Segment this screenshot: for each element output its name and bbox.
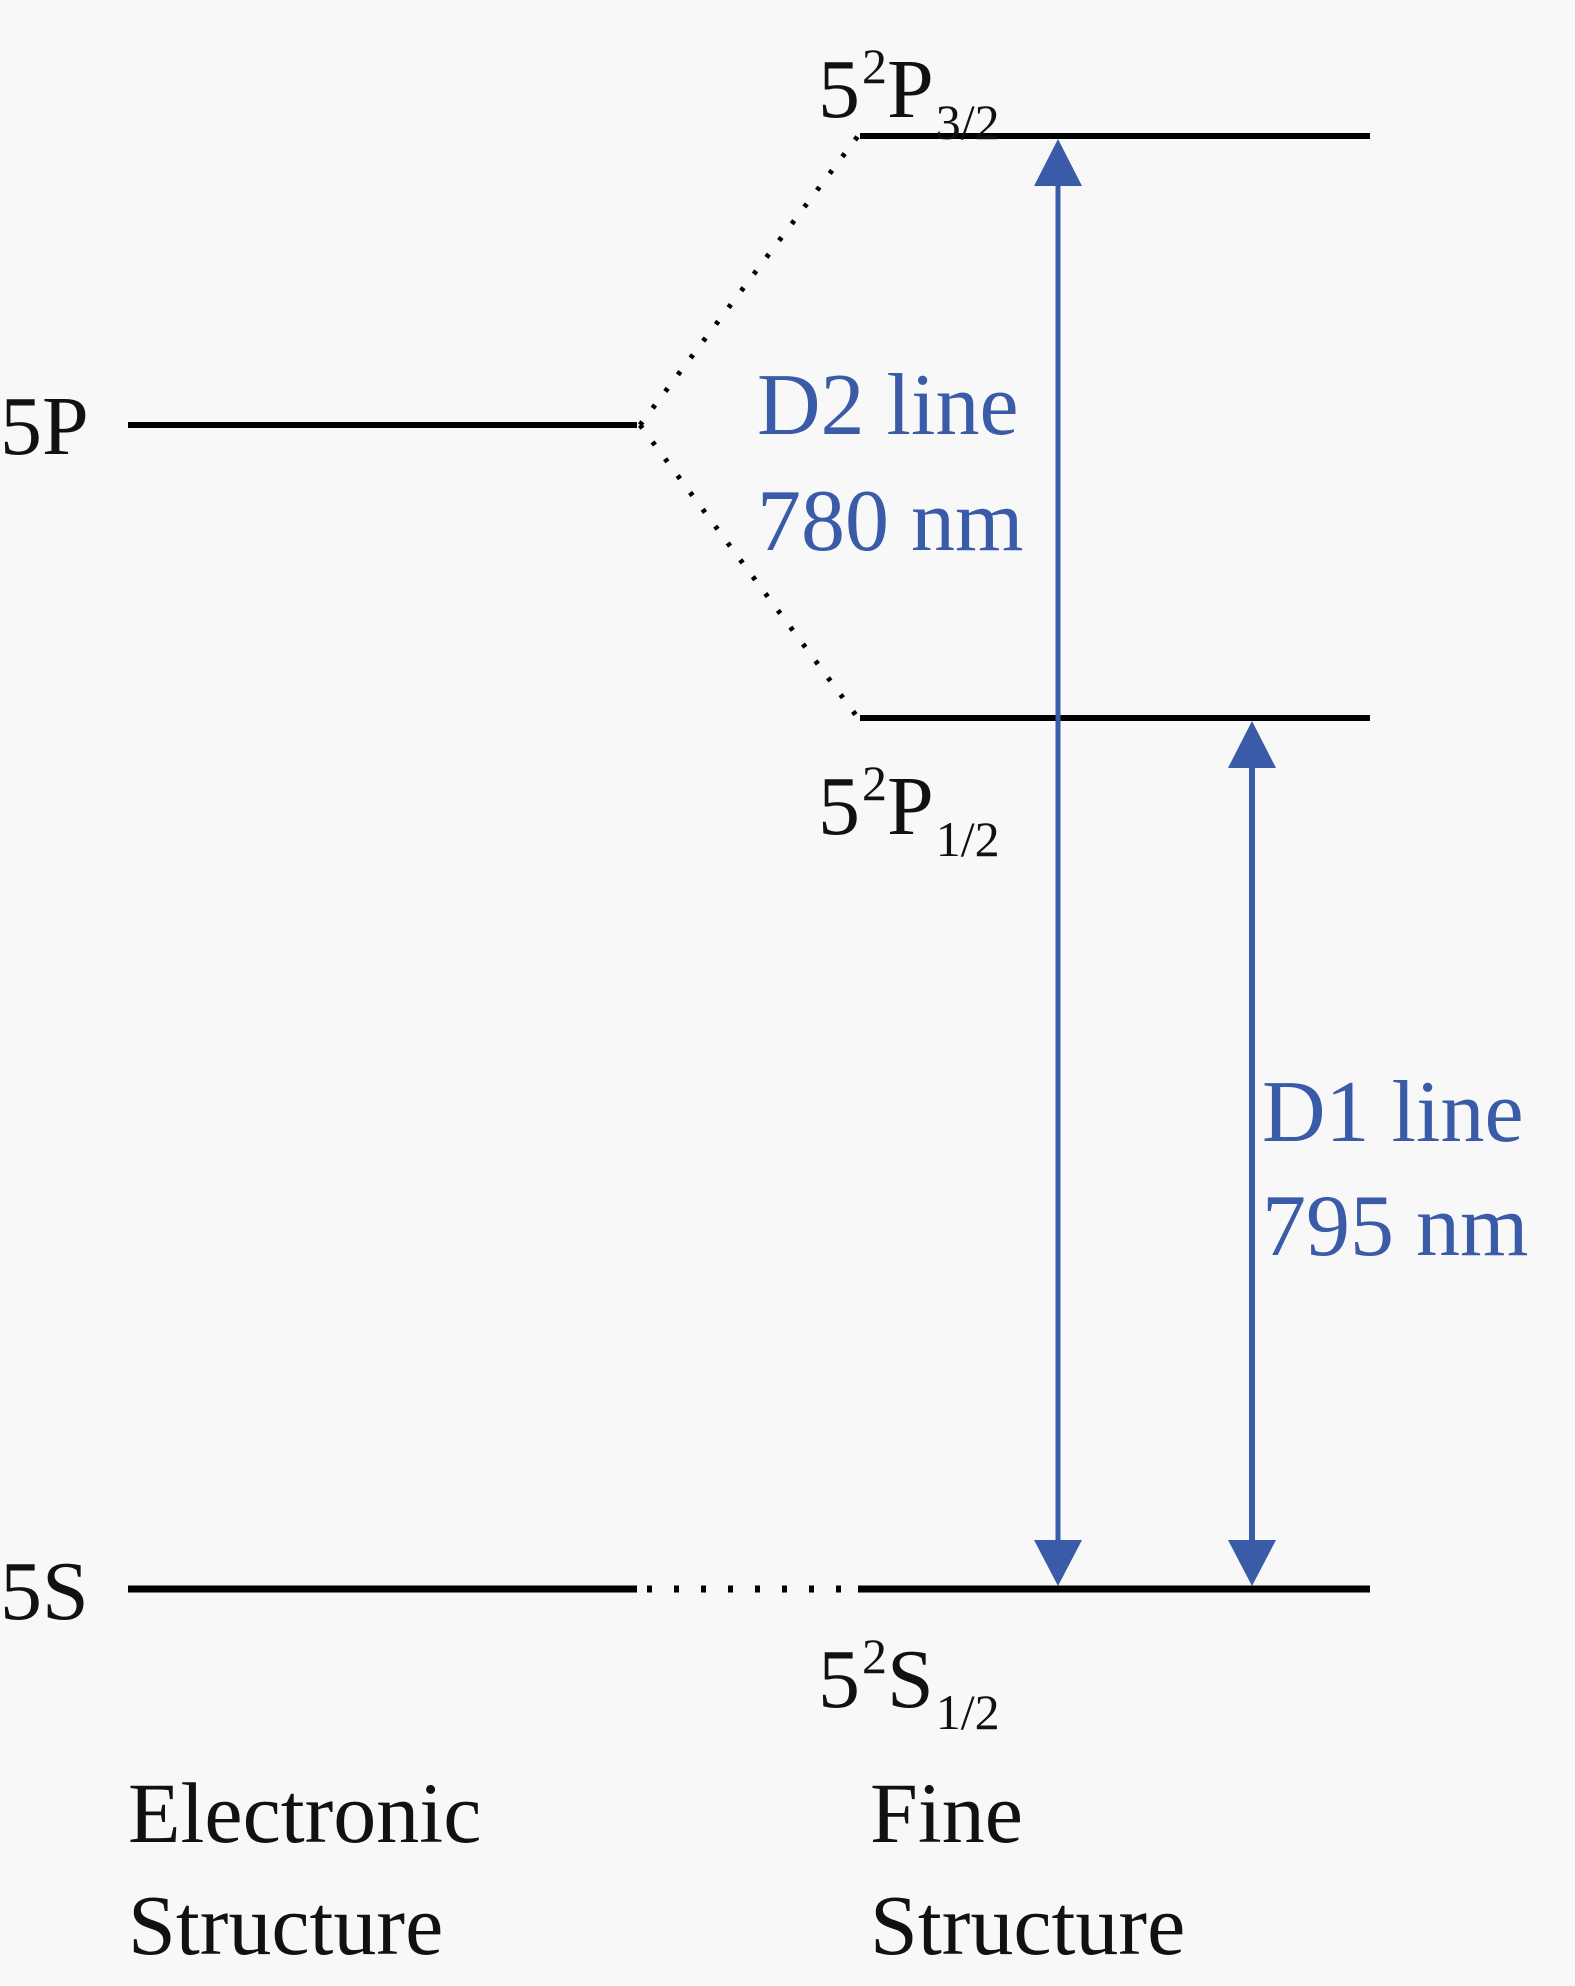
d2-wavelength-label: 780 nm bbox=[757, 473, 1024, 570]
caption-fine: Fine bbox=[870, 1765, 1023, 1861]
d1-arrow bbox=[1228, 721, 1276, 1586]
total-j: 3/2 bbox=[935, 94, 1000, 150]
label-5p: 5P bbox=[0, 380, 89, 473]
total-j: 1/2 bbox=[935, 811, 1000, 867]
caption-electronic-structure: Structure bbox=[128, 1877, 444, 1973]
label-5p12: 52P1/2 bbox=[818, 758, 1000, 864]
d1-line-label: D1 line bbox=[1262, 1064, 1524, 1161]
d2-arrow bbox=[1034, 139, 1082, 1586]
spin-multiplicity: 2 bbox=[862, 38, 887, 94]
split-connector-down bbox=[637, 423, 861, 720]
d1-wavelength-label: 795 nm bbox=[1262, 1178, 1529, 1275]
spin-multiplicity: 2 bbox=[862, 1628, 887, 1684]
total-j: 1/2 bbox=[935, 1684, 1000, 1740]
orbital-letter: P bbox=[887, 43, 934, 136]
principal-number: 5 bbox=[818, 43, 860, 136]
d2-line-label: D2 line bbox=[757, 357, 1019, 454]
caption-electronic: Electronic bbox=[128, 1765, 482, 1861]
spin-multiplicity: 2 bbox=[862, 755, 887, 811]
principal-number: 5 bbox=[818, 760, 860, 853]
label-5s12: 52S1/2 bbox=[818, 1631, 1000, 1737]
orbital-letter: S bbox=[887, 1633, 934, 1726]
principal-number: 5 bbox=[818, 1633, 860, 1726]
label-5p32: 52P3/2 bbox=[818, 41, 1000, 147]
label-5s: 5S bbox=[0, 1545, 89, 1638]
caption-fine-structure: Structure bbox=[870, 1877, 1186, 1973]
orbital-letter: P bbox=[887, 760, 934, 853]
